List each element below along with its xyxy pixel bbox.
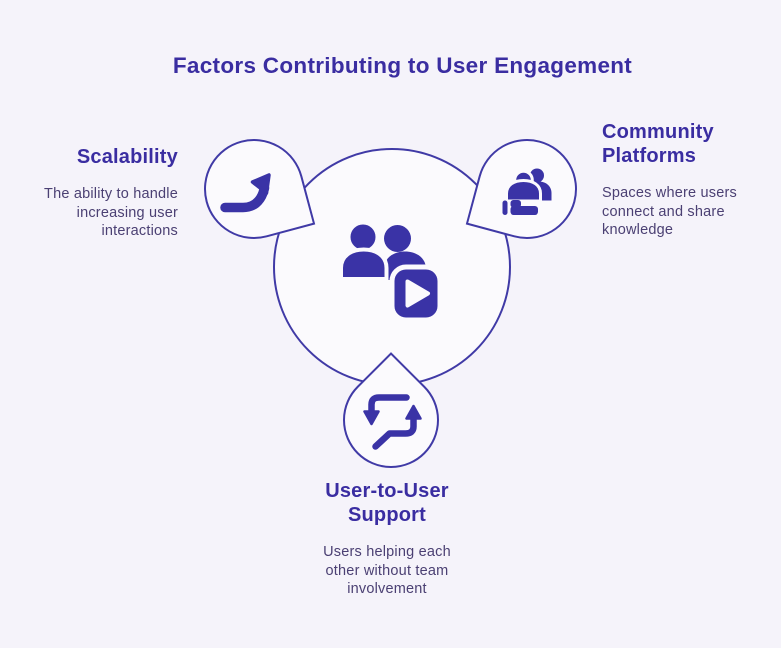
growth-arrow-icon [220,173,271,213]
play-triangle [405,279,430,308]
chat-exchange-icon [363,394,422,450]
page-title: Factors Contributing to User Engagement [172,53,633,78]
node-bubble-support [343,352,439,468]
node-description-community-platforms: Spaces where users connect and share kno… [602,185,737,238]
node-title-community-platforms: Community Platforms [602,121,714,167]
node-label-user-to-user-support: User-to-User Support Users helping each … [307,479,467,599]
node-description-user-to-user-support: Users helping each other without team in… [323,544,451,597]
node-description-scalability: The ability to handle increasing user in… [44,186,178,239]
node-label-scalability: Scalability The ability to handle increa… [18,145,178,241]
node-title-user-to-user-support: User-to-User Support [325,480,449,526]
community-people-icon [502,168,552,215]
node-title-scalability: Scalability [76,146,178,168]
node-label-community-platforms: Community Platforms Spaces where users c… [602,120,762,240]
users-video-icon [339,220,443,323]
